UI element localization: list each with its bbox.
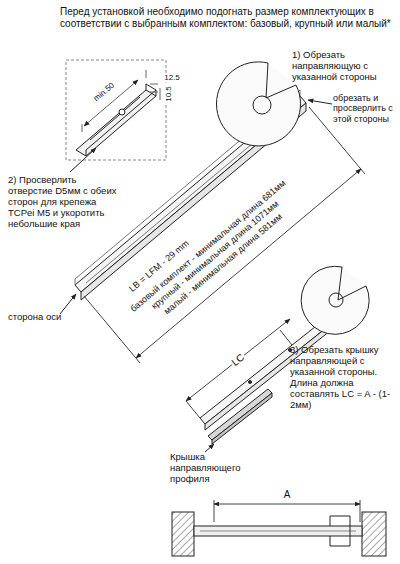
dimension-text: min.50: [91, 80, 117, 104]
lc-dimension: [186, 319, 290, 401]
cut-disc: [301, 266, 369, 334]
rail-end-detail: [66, 60, 166, 160]
side-label: сторона оси: [8, 312, 88, 323]
door-section: [330, 516, 350, 546]
dimension-text: 12.5: [163, 73, 181, 82]
cut-note: обрезать и просверлить с этой стороны: [333, 93, 397, 124]
rail-end-detail: [160, 88, 161, 100]
step-note: 1) Обрезать направляющую с указанной сто…: [292, 50, 396, 83]
door-section: [362, 512, 386, 556]
instruction-note: Перед установкой необходимо подогнать ра…: [60, 6, 394, 29]
cover-profile: [212, 393, 272, 444]
cut-disc: [266, 63, 296, 98]
leader-line: [70, 148, 96, 172]
door-section: [172, 500, 386, 556]
guide-rail: [249, 381, 252, 384]
cut-disc: [301, 266, 369, 334]
leader-line: [60, 294, 76, 314]
rail-end-detail: [84, 80, 138, 126]
rail-end-detail: [66, 60, 166, 160]
rail-end-detail: [150, 84, 158, 92]
leader-line: [308, 100, 332, 104]
lc-dimension: [186, 319, 292, 418]
cut-disc: [329, 293, 343, 307]
kit-length-note: базовый комплект - минимальная длина 681…: [128, 177, 289, 314]
cut-disc: [216, 62, 300, 146]
door-section: [214, 504, 360, 505]
cover-profile: [208, 389, 272, 440]
step-note: 2) Просверлить отверстие D5мм с обеих ст…: [8, 175, 118, 230]
lc-dimension: [186, 330, 292, 418]
cut-disc: [216, 62, 300, 146]
step-note: 3) Обрезать крышку направляющей с указан…: [290, 345, 396, 411]
dimension-text: 10.5: [164, 85, 173, 103]
door-section: [214, 500, 360, 522]
rail-end-detail: [146, 84, 156, 90]
cut-disc: [253, 96, 271, 114]
door-section: [200, 531, 356, 532]
leader-line: [205, 444, 214, 452]
cover-profile: [208, 389, 272, 444]
dimension-text: A: [283, 489, 292, 501]
door-section: [172, 512, 194, 556]
door-section: [194, 526, 362, 536]
rail-end-detail: [82, 70, 146, 132]
dimension-text: LC: [229, 351, 248, 369]
cut-disc: [338, 267, 366, 300]
rail-end-detail: [119, 109, 125, 115]
part-label: Крышка направляющего профиля: [170, 452, 260, 485]
drawing: [60, 60, 386, 556]
